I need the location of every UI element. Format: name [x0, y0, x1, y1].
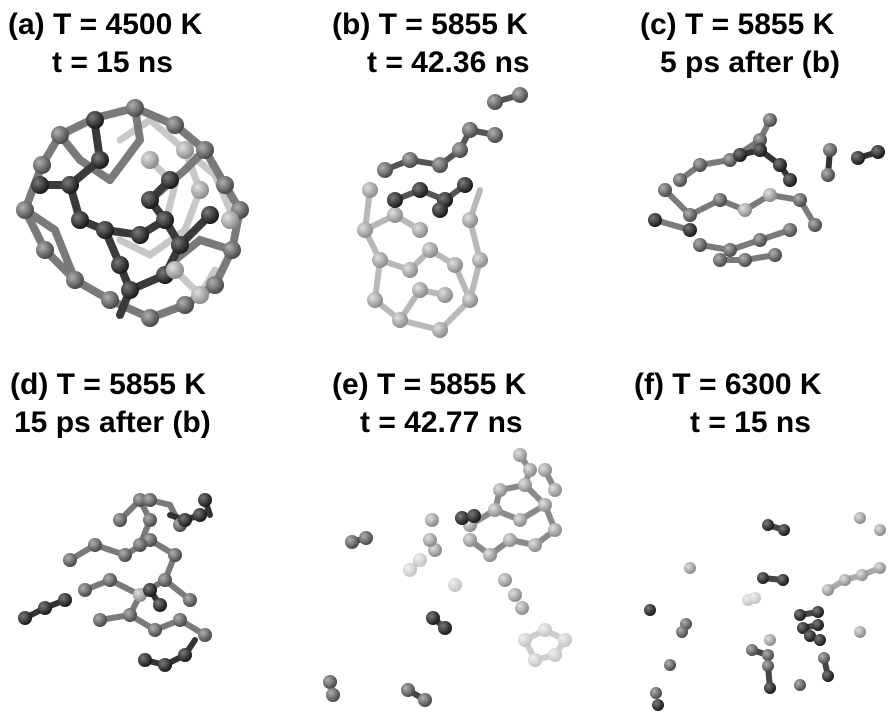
panel-d-subtitle: 15 ps after (b): [14, 406, 211, 439]
panel-d-molecule: [18, 493, 213, 672]
panel-a-subtitle: t = 15 ns: [52, 46, 173, 79]
panel-e-title: (e) T = 5855 K: [332, 368, 527, 401]
panel-c-title: (c) T = 5855 K: [640, 8, 835, 41]
panel-b-subtitle: t = 42.36 ns: [367, 46, 530, 79]
panel-c-molecule: [648, 113, 885, 267]
panel-f-title: (f) T = 6300 K: [634, 368, 822, 401]
panel-a-title: (a) T = 4500 K: [8, 8, 203, 41]
panel-b-title: (b) T = 5855 K: [332, 8, 528, 41]
panel-f-molecule: [644, 512, 886, 711]
panel-b-molecule: [357, 87, 528, 338]
panel-d-title: (d) T = 5855 K: [10, 368, 206, 401]
panel-f-subtitle: t = 15 ns: [690, 406, 811, 439]
panel-a-molecule: [16, 99, 249, 327]
panel-e-molecule: [323, 448, 572, 707]
panel-e-subtitle: t = 42.77 ns: [360, 406, 523, 439]
panel-c-subtitle: 5 ps after (b): [660, 46, 841, 79]
